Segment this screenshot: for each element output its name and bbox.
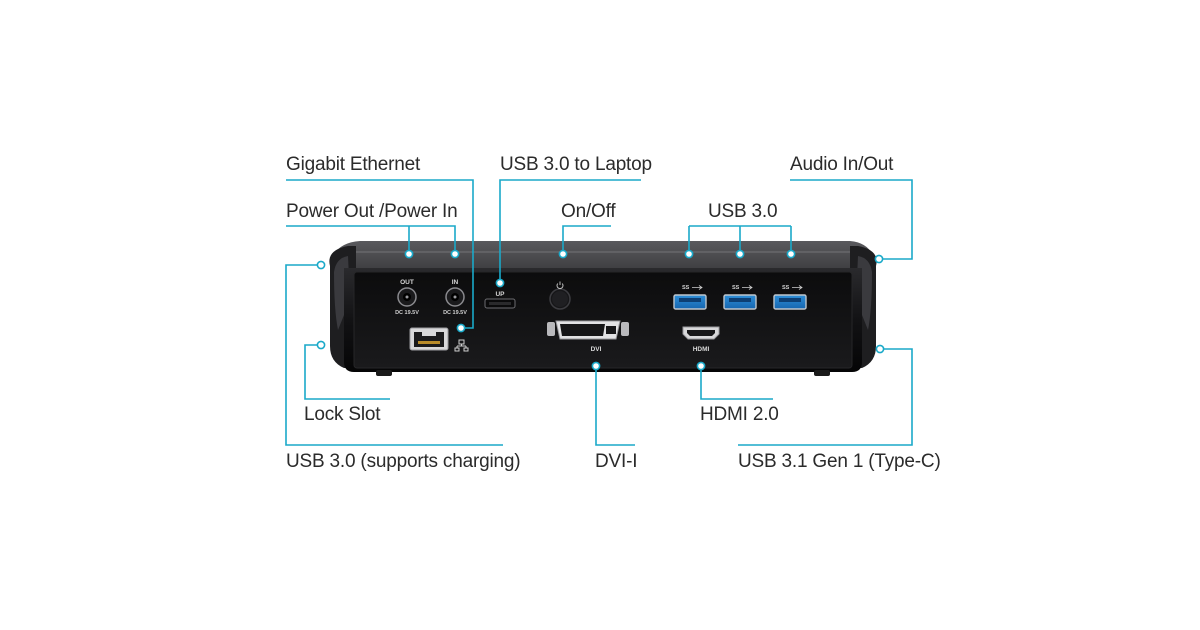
ethernet-port <box>409 327 449 351</box>
network-icon <box>454 339 469 352</box>
leader-power <box>286 225 456 251</box>
label-hdmi20: HDMI 2.0 <box>700 404 779 425</box>
dvi-port <box>547 320 629 340</box>
ss-label-2: SS <box>732 285 740 291</box>
ss-label-1: SS <box>682 285 690 291</box>
label-onoff: On/Off <box>561 201 616 222</box>
dot-ethernet <box>456 323 466 333</box>
label-lock-slot: Lock Slot <box>304 404 381 425</box>
usb-upstream-port <box>484 298 516 309</box>
dot-hdmi <box>696 361 706 371</box>
power-out-jack <box>397 287 417 307</box>
ss-label-3: SS <box>782 285 790 291</box>
dot-usb30-c <box>786 249 796 259</box>
dot-audio <box>874 254 884 264</box>
leader-usb30-charging <box>285 264 503 446</box>
leader-lock-slot <box>304 344 390 400</box>
power-in-jack <box>445 287 465 307</box>
leader-lines <box>285 179 913 446</box>
usb3-port-1 <box>673 294 707 310</box>
label-audio: Audio In/Out <box>790 154 894 175</box>
label-gigabit-ethernet: Gigabit Ethernet <box>286 154 421 175</box>
port-label-up: UP <box>495 291 505 298</box>
dot-onoff <box>558 249 568 259</box>
label-usb30-top: USB 3.0 <box>708 201 778 222</box>
leader-usb31 <box>738 348 913 446</box>
port-label-dvi: DVI <box>591 346 602 353</box>
dot-usb30-a <box>684 249 694 259</box>
hdmi-port <box>682 326 720 340</box>
dot-power-in <box>450 249 460 259</box>
leader-usb-to-laptop <box>499 179 641 280</box>
dot-usb31 <box>875 344 885 354</box>
power-icon <box>556 281 564 289</box>
usb3-port-2 <box>723 294 757 310</box>
dot-dvi <box>591 361 601 371</box>
port-label-out: OUT <box>400 279 414 286</box>
leader-hdmi20 <box>700 366 773 400</box>
label-power: Power Out /Power In <box>286 201 458 222</box>
leader-gigabit-ethernet <box>286 179 474 329</box>
leader-audio <box>790 179 913 260</box>
port-label-in: IN <box>452 279 459 286</box>
callout-dots <box>316 249 885 371</box>
usb3-port-3 <box>773 294 807 310</box>
dot-usb-up <box>495 278 505 288</box>
leader-onoff <box>562 225 611 251</box>
superspeed-usb-icon: SS SS SS <box>682 285 803 291</box>
port-label-dc-out: DC 19.5V <box>395 310 419 316</box>
port-label-dc-in: DC 19.5V <box>443 310 467 316</box>
port-label-hdmi: HDMI <box>693 346 710 353</box>
label-dvi-i: DVI-I <box>595 451 638 472</box>
dot-usb30-b <box>735 249 745 259</box>
dot-power-out <box>404 249 414 259</box>
power-button <box>549 288 571 310</box>
label-usb31: USB 3.1 Gen 1 (Type-C) <box>738 451 941 472</box>
leader-dvi-i <box>595 366 635 446</box>
label-usb30-charging: USB 3.0 (supports charging) <box>286 451 521 472</box>
label-usb-to-laptop: USB 3.0 to Laptop <box>500 154 652 175</box>
dot-usb30-charging <box>316 260 326 270</box>
dot-lock-slot <box>316 340 326 350</box>
